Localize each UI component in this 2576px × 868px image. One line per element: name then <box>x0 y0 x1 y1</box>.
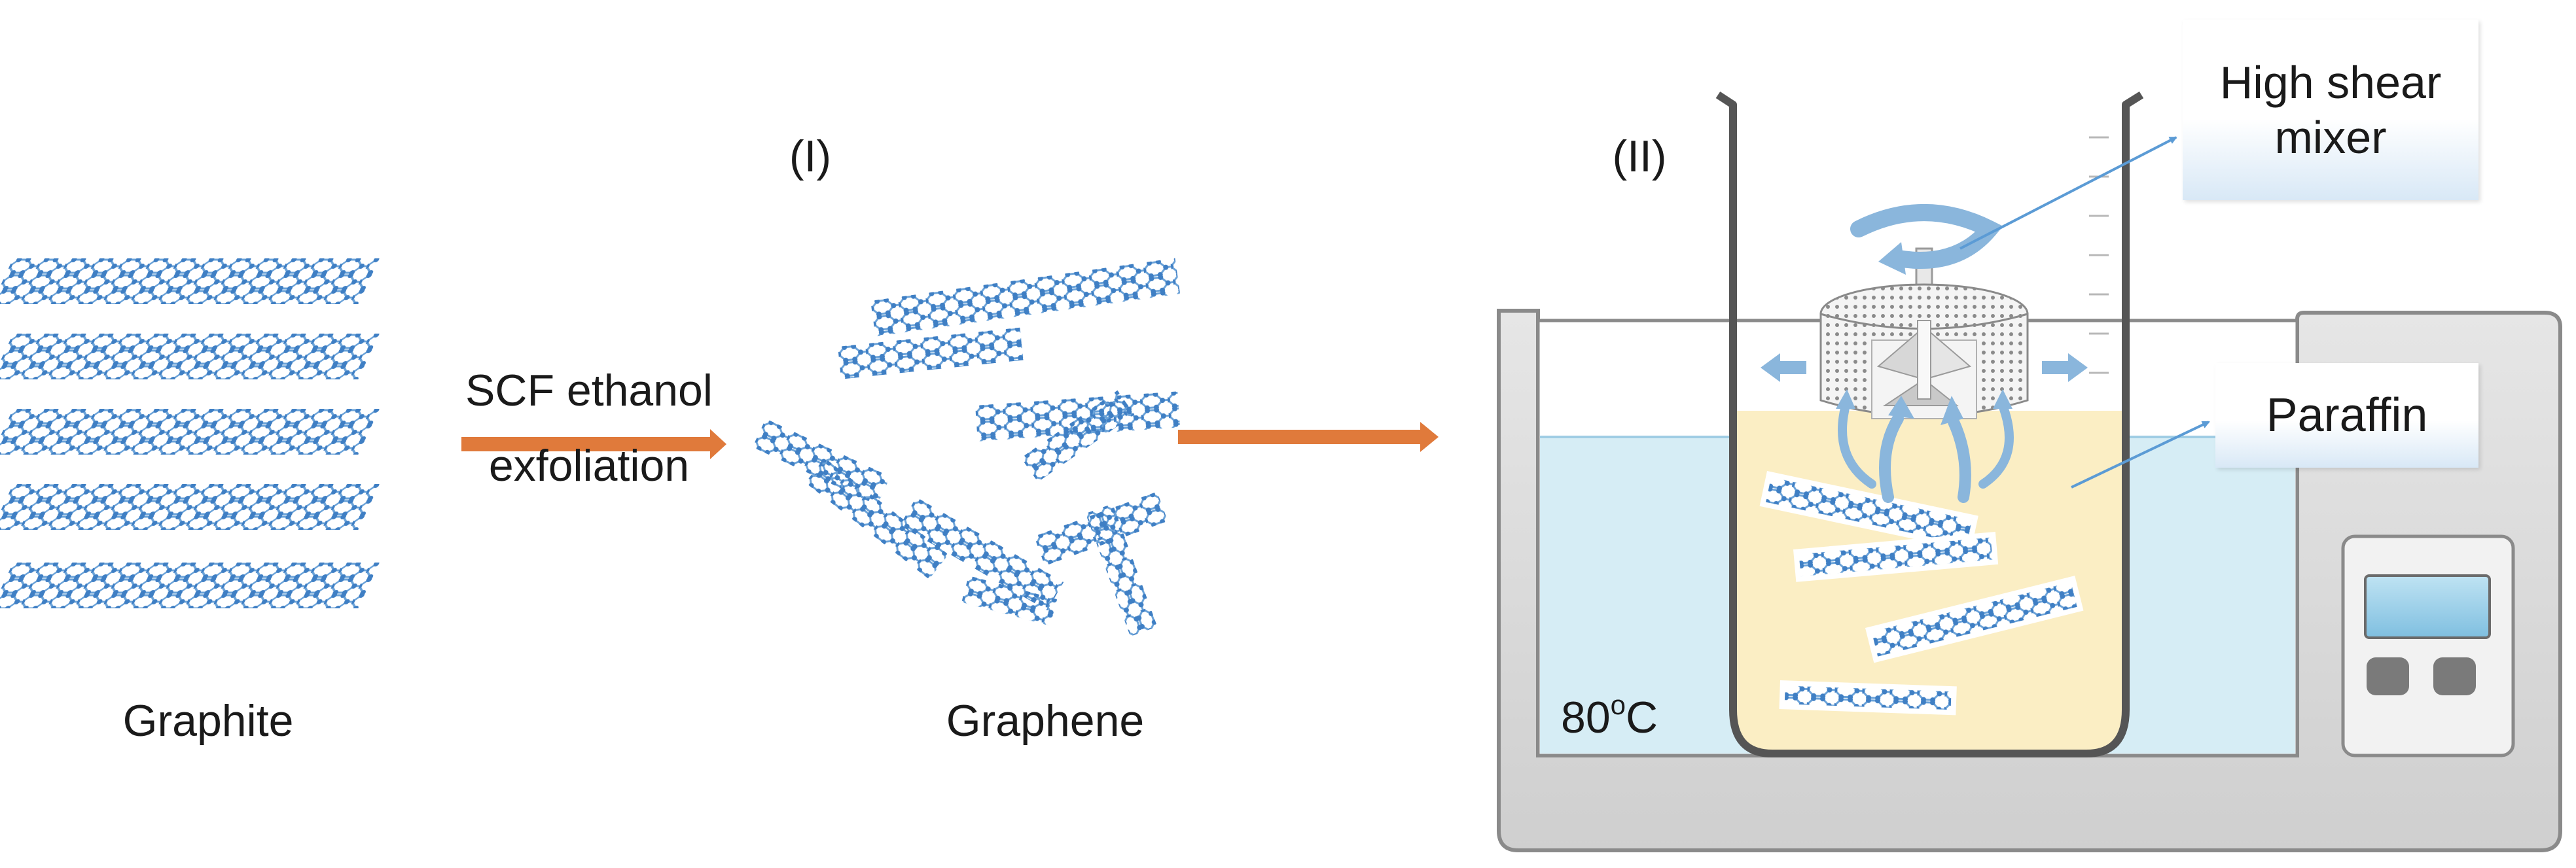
temperature-unit: C <box>1626 693 1658 742</box>
process-label-line-2: exfoliation <box>489 441 689 491</box>
graphene-flakes <box>752 258 1181 636</box>
mixer-label-line-2: mixer <box>2274 112 2387 163</box>
step-2-label: (II) <box>1612 131 1666 181</box>
graphite-stack <box>0 258 380 608</box>
step-1-label: (I) <box>789 131 831 181</box>
mixer-head <box>1761 204 2088 503</box>
graphite-label: Graphite <box>123 696 294 746</box>
temperature-value: 80 <box>1561 693 1611 742</box>
process-label-line-1: SCF ethanol <box>465 366 713 415</box>
temperature-label: 80oC <box>1561 689 1658 742</box>
temperature-degree-symbol: o <box>1611 689 1626 720</box>
beaker <box>1715 91 2144 757</box>
transfer-arrow <box>1178 422 1439 452</box>
mixer-pointer-line <box>1959 136 2177 250</box>
exfoliation-arrow <box>461 429 726 459</box>
high-shear-mixer-callout: High shear mixer <box>2183 20 2478 200</box>
paraffin-label: Paraffin <box>2266 389 2428 442</box>
paraffin-pointer-line <box>2071 421 2210 489</box>
paraffin-callout: Paraffin <box>2215 363 2478 468</box>
graphene-label: Graphene <box>946 696 1144 746</box>
control-panel <box>2341 534 2515 757</box>
mixer-label-line-1: High shear <box>2219 57 2442 108</box>
